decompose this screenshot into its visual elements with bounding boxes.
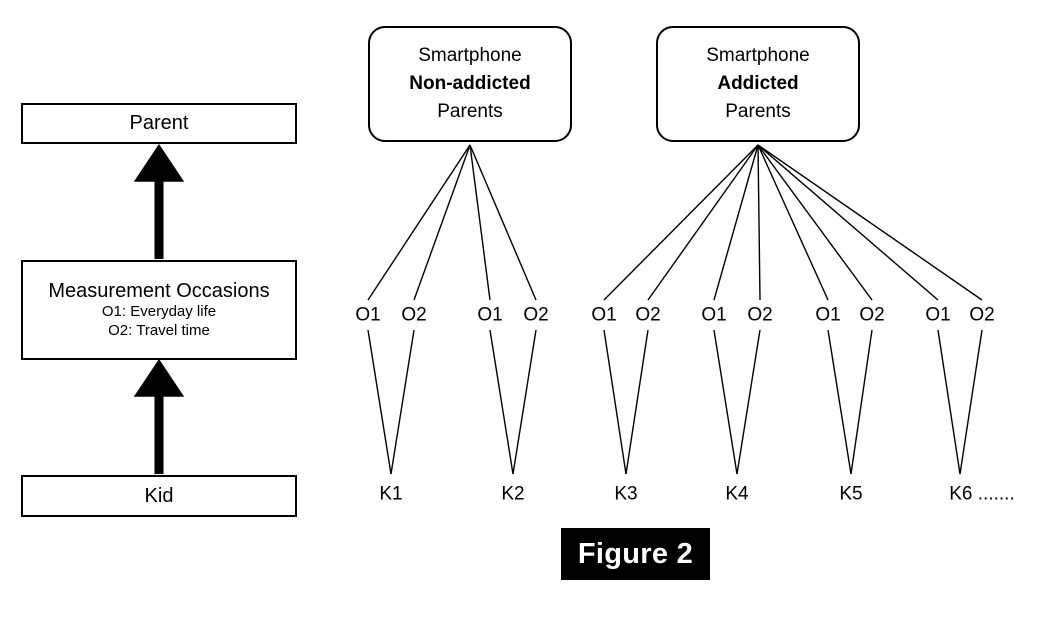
occasion-node-9: O1 bbox=[815, 304, 841, 326]
fan-addicted bbox=[603, 144, 983, 301]
occasion-node-1: O1 bbox=[355, 304, 381, 326]
level-title-measurement-occasions: Measurement Occasions bbox=[48, 279, 270, 302]
occasion-node-8: O2 bbox=[747, 304, 773, 326]
fan-non-addicted bbox=[367, 144, 537, 301]
occasion-node-4: O2 bbox=[523, 304, 549, 326]
kid-node-k3: K3 bbox=[614, 483, 638, 505]
occasion-node-11: O1 bbox=[925, 304, 951, 326]
level-title-parent: Parent bbox=[129, 112, 189, 135]
occasion-node-3: O1 bbox=[477, 304, 503, 326]
level-box-parent: Parent bbox=[21, 103, 297, 144]
group-line-parents-addicted: Parents bbox=[725, 100, 791, 122]
level-sub-occasion-1: O1: Everyday life bbox=[101, 303, 217, 320]
group-line-status-non-addicted: Non-addicted bbox=[409, 73, 531, 95]
kid-node-k1: K1 bbox=[379, 483, 403, 505]
kid-node-k5: K5 bbox=[839, 483, 863, 505]
occasion-node-7: O1 bbox=[701, 304, 727, 326]
occasion-node-2: O2 bbox=[401, 304, 427, 326]
kid-node-k2: K2 bbox=[501, 483, 525, 505]
occasion-node-10: O2 bbox=[859, 304, 885, 326]
occasion-node-12: O2 bbox=[969, 304, 995, 326]
occasion-node-5: O1 bbox=[591, 304, 617, 326]
level-box-kid: Kid bbox=[21, 475, 297, 517]
figure-caption: Figure 2 bbox=[561, 528, 710, 580]
level-title-kid: Kid bbox=[144, 484, 174, 507]
group-line-smartphone-non-addicted: Smartphone bbox=[418, 45, 522, 67]
kid-node-k4: K4 bbox=[725, 483, 749, 505]
level-sub-occasion-2: O2: Travel time bbox=[108, 322, 210, 340]
group-line-status-addicted: Addicted bbox=[717, 73, 799, 95]
group-box-non-addicted: Smartphone Non-addicted Parents bbox=[368, 26, 572, 142]
group-line-smartphone-addicted: Smartphone bbox=[706, 45, 810, 67]
group-box-addicted: Smartphone Addicted Parents bbox=[656, 26, 860, 142]
level-box-measurement-occasions: Measurement Occasions O1: Everyday life … bbox=[21, 260, 297, 360]
kid-node-k6: K6 ....... bbox=[949, 483, 1015, 505]
v-connectors bbox=[367, 329, 983, 475]
occasion-node-6: O2 bbox=[635, 304, 661, 326]
group-line-parents-non-addicted: Parents bbox=[437, 100, 503, 122]
